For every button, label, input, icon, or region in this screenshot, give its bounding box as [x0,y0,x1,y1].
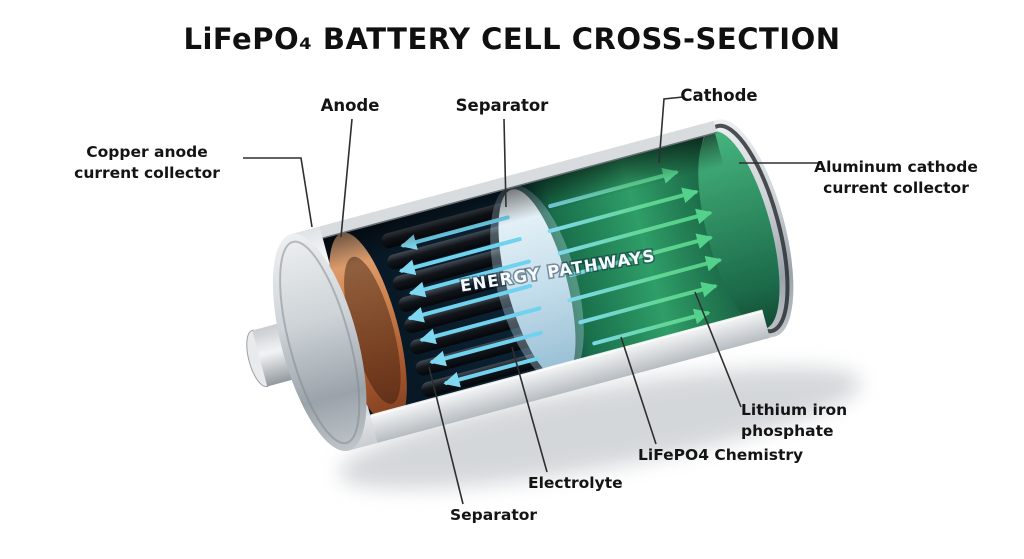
anode-label-text: Anode [320,96,380,115]
lithium-iron-phosphate-leader-line [694,291,742,408]
energy-arrow [398,237,522,276]
lithium-iron-phosphate-label-line2: phosphate [741,422,834,440]
lifepo4-chemistry-label: LiFePO4 Chemistry [638,445,803,466]
energy-arrow [592,308,711,346]
separator-top-label-text: Separator [455,96,549,115]
lifepo4-chemistry-label-text: LiFePO4 Chemistry [638,446,804,464]
energy-arrow [557,208,713,256]
cathode-label: Cathode [680,85,757,106]
interior-top-shade [322,132,724,271]
lithium-iron-phosphate-label: Lithium iron phosphate [741,400,847,442]
separator-bottom-label-text: Separator [450,506,538,524]
electrolyte-label-text: Electrolyte [528,474,623,492]
energy-arrow [578,281,718,325]
anode-label: Anode [321,95,380,116]
energy-arrow [567,255,723,303]
anode-leader-line [340,118,353,238]
cathode-leader-line [658,96,684,164]
copper-collector-label-line1: Copper anode [86,143,208,161]
anode-rod [387,224,514,270]
aluminum-collector-label: Aluminum cathode current collector [814,157,978,199]
energy-arrow [547,187,699,234]
anode-rod [392,245,520,291]
separator-bottom-label: Separator [450,505,537,526]
casing-top-rim [319,120,718,239]
energy-arrow [429,330,543,367]
cathode-label-text: Cathode [680,86,758,105]
anode-rod [398,266,525,312]
anode-rod [409,309,537,355]
electrolyte-leader-line [511,346,548,473]
separator-top-leader-line [503,118,507,208]
separator-top-label: Separator [456,95,549,116]
anode-rod [404,288,531,334]
drop-shadow [338,367,862,489]
copper-collector-label: Copper anode current collector [74,142,220,184]
copper-current-collector-disc [329,232,407,427]
lifepo4-chemistry-leader-line [620,336,657,445]
separator-bottom-leader-line [428,366,464,505]
aluminum-collector-label-line2: current collector [823,179,969,197]
diagram-title-text: LiFePO₄ BATTERY CELL CROSS-SECTION [183,22,841,56]
energy-arrow [407,283,533,323]
energy-arrow [408,259,531,298]
copper-collector-leader-line [243,157,313,228]
electrolyte-label: Electrolyte [528,473,623,494]
energy-arrow [443,356,540,388]
energy-arrow [568,233,713,278]
casing-cut-edge [370,309,770,443]
energy-arrow [419,306,542,345]
cathode-disc [698,131,780,329]
lithium-iron-phosphate-label-line1: Lithium iron [741,401,848,419]
leader-lines [243,96,818,505]
separator-disc [490,185,584,384]
aluminum-collector-label-line1: Aluminum cathode [814,158,978,176]
copper-collector-label-line2: current collector [74,164,220,182]
left-end-cap [272,233,367,452]
diagram-title: LiFePO₄ BATTERY CELL CROSS-SECTION [0,22,1024,56]
